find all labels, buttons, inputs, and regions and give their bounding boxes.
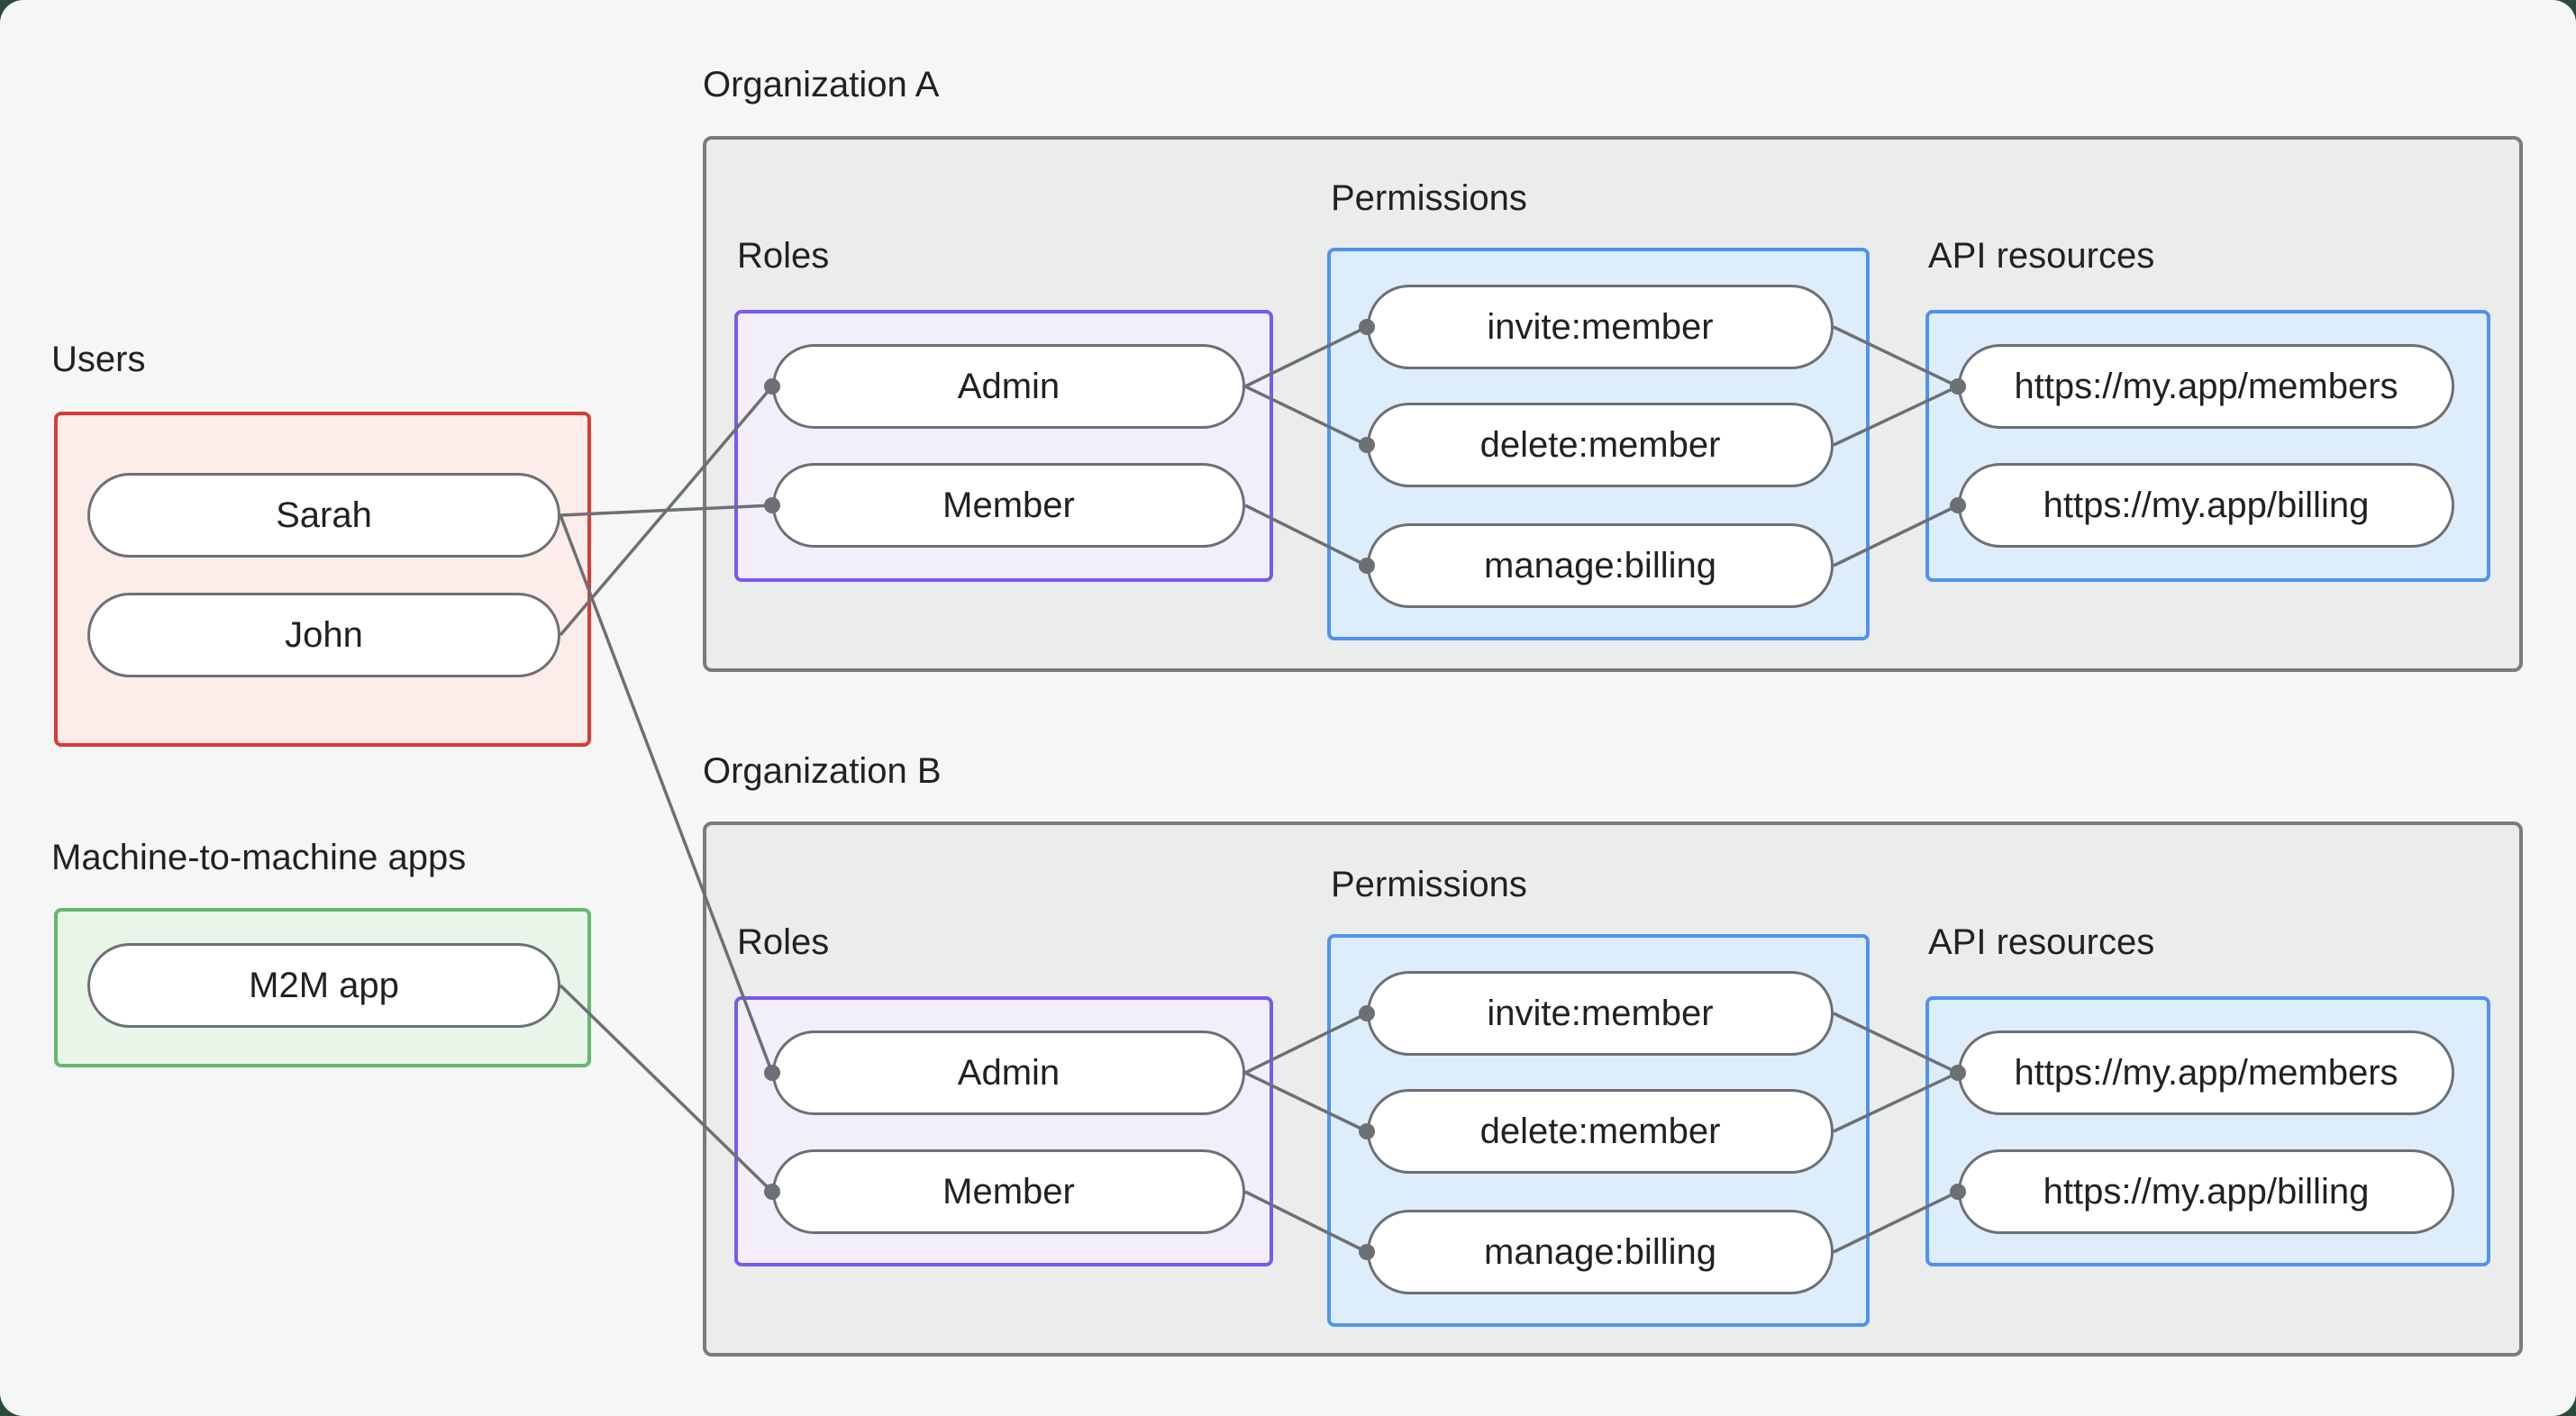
node-org-a-permission-delete-member: delete:member: [1367, 403, 1834, 487]
m2m-group-label: Machine-to-machine apps: [51, 838, 467, 877]
node-sarah: Sarah: [87, 473, 560, 558]
node-org-a-api-billing: https://my.app/billing: [1958, 463, 2454, 548]
node-org-a-role-member: Member: [772, 463, 1245, 548]
node-org-b-role-member: Member: [772, 1149, 1245, 1234]
org-a-permissions-label: Permissions: [1331, 178, 1527, 218]
node-m2m-app: M2M app: [87, 943, 560, 1028]
org-b-permissions-label: Permissions: [1331, 865, 1527, 904]
org-b-label: Organization B: [703, 751, 942, 791]
users-group-label: Users: [51, 340, 146, 379]
org-a-label: Organization A: [703, 65, 940, 104]
node-john: John: [87, 593, 560, 677]
org-a-api-resources-label: API resources: [1928, 236, 2155, 276]
node-org-b-permission-invite-member: invite:member: [1367, 971, 1834, 1056]
org-b-roles-label: Roles: [737, 922, 830, 962]
org-b-api-resources-label: API resources: [1928, 922, 2155, 962]
node-org-a-role-admin: Admin: [772, 344, 1245, 429]
node-org-b-api-billing: https://my.app/billing: [1958, 1149, 2454, 1234]
node-org-b-api-members: https://my.app/members: [1958, 1030, 2454, 1115]
org-a-roles-label: Roles: [737, 236, 830, 276]
node-org-b-permission-delete-member: delete:member: [1367, 1089, 1834, 1174]
users-group-box: [54, 412, 591, 747]
node-org-a-api-members: https://my.app/members: [1958, 344, 2454, 429]
node-org-b-permission-manage-billing: manage:billing: [1367, 1210, 1834, 1294]
node-org-a-permission-manage-billing: manage:billing: [1367, 523, 1834, 608]
node-org-b-role-admin: Admin: [772, 1030, 1245, 1115]
node-org-a-permission-invite-member: invite:member: [1367, 285, 1834, 369]
